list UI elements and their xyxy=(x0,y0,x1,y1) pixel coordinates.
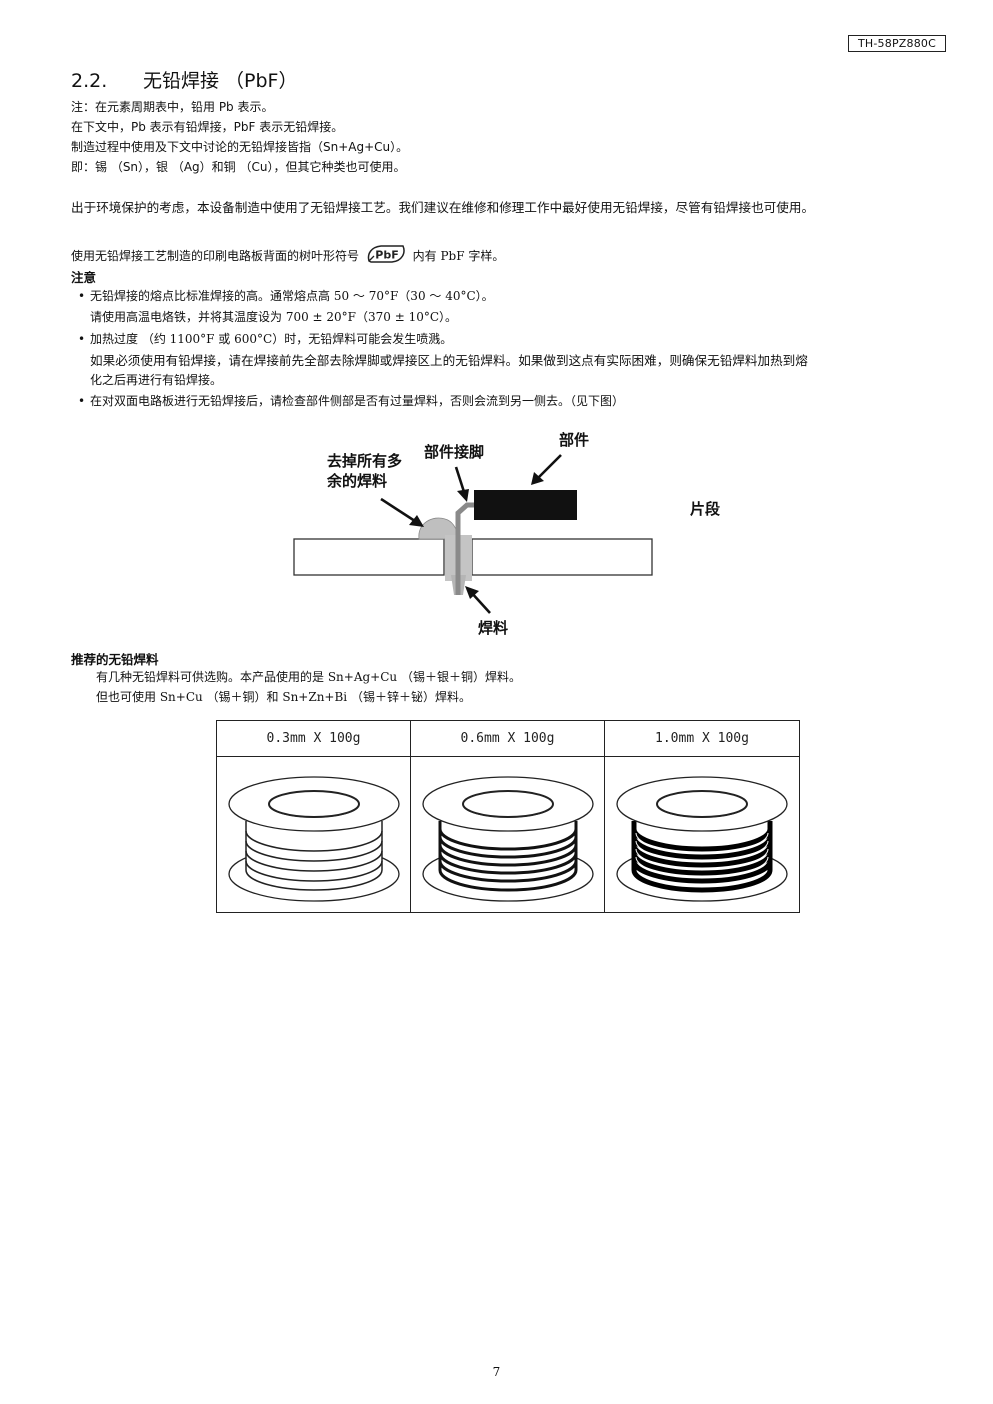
label-component: 部件 xyxy=(559,431,589,449)
label-solder: 焊料 xyxy=(478,619,508,637)
label-remove-excess-2: 余的焊料 xyxy=(326,472,387,490)
caution-1-line-1: 无铅焊接的熔点比标准焊接的高。通常熔点高 50 ～ 70°F（30 ～ 40°C… xyxy=(90,289,494,303)
pbf-symbol-line: 使用无铅焊接工艺制造的印刷电路板背面的树叶形符号 PbF 内有 PbF 字样。 xyxy=(71,244,504,269)
component-lead xyxy=(455,502,475,595)
note-line-4: 即：锡 （Sn），银 （Ag）和铜 （Cu），但其它种类也可使用。 xyxy=(71,160,406,174)
environment-paragraph: 出于环境保护的考虑，本设备制造中使用了无铅焊接工艺。我们建议在维修和修理工作中最… xyxy=(71,200,815,215)
pbf-symbol-text: PbF xyxy=(375,249,398,262)
pcb-left-plate xyxy=(293,538,445,576)
caution-title: 注意 xyxy=(71,270,97,285)
caution-1-line-2: 请使用高温电烙铁，并将其温度设为 700 ± 20°F（370 ± 10°C）。 xyxy=(90,310,458,324)
recommended-line-1: 有几种无铅焊料可供选购。本产品使用的是 Sn+Ag+Cu （锡＋银＋铜）焊料。 xyxy=(96,670,521,684)
table-header-0-6mm: 0.6mm X 100g xyxy=(460,731,555,746)
pcb-right-plate xyxy=(471,538,653,576)
symbol-line-before: 使用无铅焊接工艺制造的印刷电路板背面的树叶形符号 xyxy=(71,249,360,263)
recommended-line-2: 但也可使用 Sn+Cu （锡＋铜）和 Sn+Zn+Bi （锡＋锌＋铋）焊料。 xyxy=(96,690,471,704)
solder-coil-thin xyxy=(228,776,400,902)
bullet-1: • xyxy=(78,289,86,303)
label-component-lead: 部件接脚 xyxy=(424,443,484,461)
section-number: 2.2. xyxy=(71,70,108,92)
table-header-1-0mm: 1.0mm X 100g xyxy=(655,731,749,746)
table-header-row xyxy=(217,721,799,757)
solder-diagram: 去掉所有多 余的焊料 部件接脚 部件 片段 焊料 xyxy=(285,425,745,650)
label-segment: 片段 xyxy=(690,500,720,518)
recommended-title: 推荐的无铅焊料 xyxy=(71,652,159,667)
solder-coil-thick xyxy=(616,776,788,902)
page-number: 7 xyxy=(492,1365,501,1379)
caution-2-line-2: 如果必须使用有铅焊接，请在焊接前先全部去除焊脚或焊接区上的无铅焊料。如果做到这点… xyxy=(90,353,808,368)
model-number: TH-58PZ880C xyxy=(848,35,946,52)
note-line-2: 在下文中，Pb 表示有铅焊接，PbF 表示无铅焊接。 xyxy=(71,120,344,134)
pbf-leaf-icon: PbF xyxy=(365,244,407,269)
solder-coil-medium xyxy=(422,776,594,902)
caution-3-line-1: 在对双面电路板进行无铅焊接后，请检查部件侧部是否有过量焊料，否则会流到另一侧去。… xyxy=(90,394,625,408)
section-title: 无铅焊接 （PbF） xyxy=(143,70,298,92)
solder-coil-table: 0.3mm X 100g 0.6mm X 100g 1.0mm X 100g xyxy=(216,720,800,913)
caution-2-line-3: 化之后再进行有铅焊接。 xyxy=(90,373,223,387)
note-line-3: 制造过程中使用及下文中讨论的无铅焊接皆指（Sn+Ag+Cu）。 xyxy=(71,140,409,154)
bullet-2: • xyxy=(78,332,86,346)
label-remove-excess-1: 去掉所有多 xyxy=(327,452,402,470)
component-body xyxy=(474,490,577,520)
bullet-3: • xyxy=(78,394,86,408)
section-heading: 2.2. 无铅焊接 （PbF） xyxy=(71,68,298,94)
symbol-line-after: 内有 PbF 字样。 xyxy=(412,249,505,263)
caution-2-line-1: 加热过度 （约 1100°F 或 600°C）时，无铅焊料可能会发生喷溅。 xyxy=(90,332,453,346)
note-line-1: 注：在元素周期表中，铅用 Pb 表示。 xyxy=(71,100,274,114)
table-header-0-3mm: 0.3mm X 100g xyxy=(266,731,361,746)
